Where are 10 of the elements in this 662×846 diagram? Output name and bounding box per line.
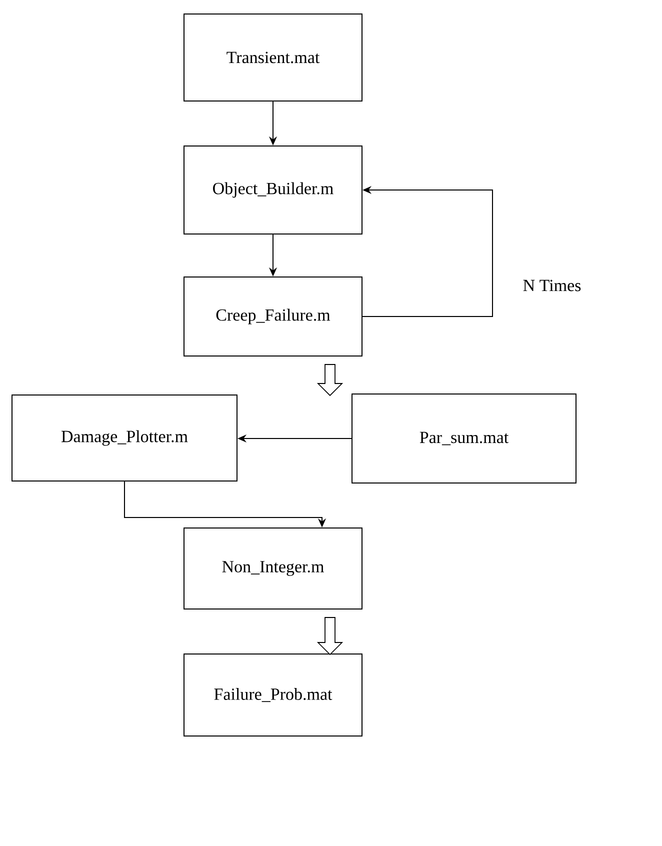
process-box: Transient.mat [184, 14, 362, 102]
hollow-arrow [316, 617, 344, 656]
process-box: Object_Builder.m [184, 146, 362, 234]
process-box: Par_sum.mat [352, 394, 576, 484]
process-box: Creep_Failure.m [184, 276, 362, 356]
process-box: Damage_Plotter.m [12, 394, 238, 482]
hollow-arrow [316, 364, 344, 396]
process-box: Failure_Prob.mat [184, 654, 362, 736]
edge-label: N Times [520, 278, 584, 294]
process-box: Non_Integer.m [184, 528, 362, 610]
